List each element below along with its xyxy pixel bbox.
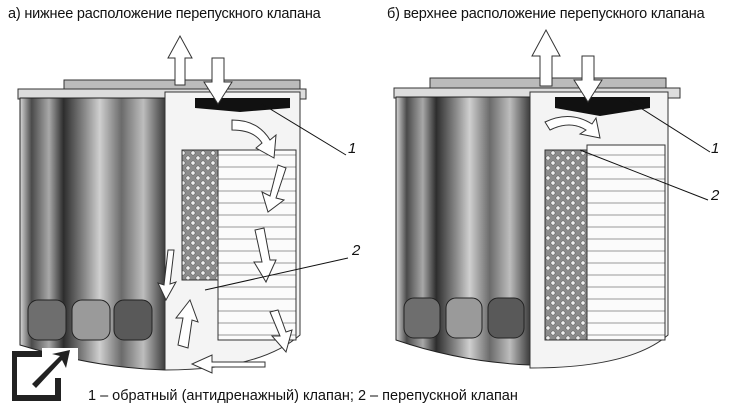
caption-a: а) нижнее расположение перепускного клап…	[8, 6, 321, 22]
callout-left-2: 2	[352, 242, 361, 259]
filter-left	[17, 34, 349, 374]
expand-arrow-icon[interactable]	[12, 348, 78, 406]
caption-b: б) верхнее расположение перепускного кла…	[387, 6, 705, 22]
callout-left-1: 1	[348, 140, 357, 157]
legend-caption: 1 – обратный (антидренажный) клапан; 2 –…	[88, 388, 518, 404]
callout-right-2: 2	[711, 187, 720, 204]
callout-right-1: 1	[711, 140, 720, 157]
filter-right	[393, 28, 711, 369]
